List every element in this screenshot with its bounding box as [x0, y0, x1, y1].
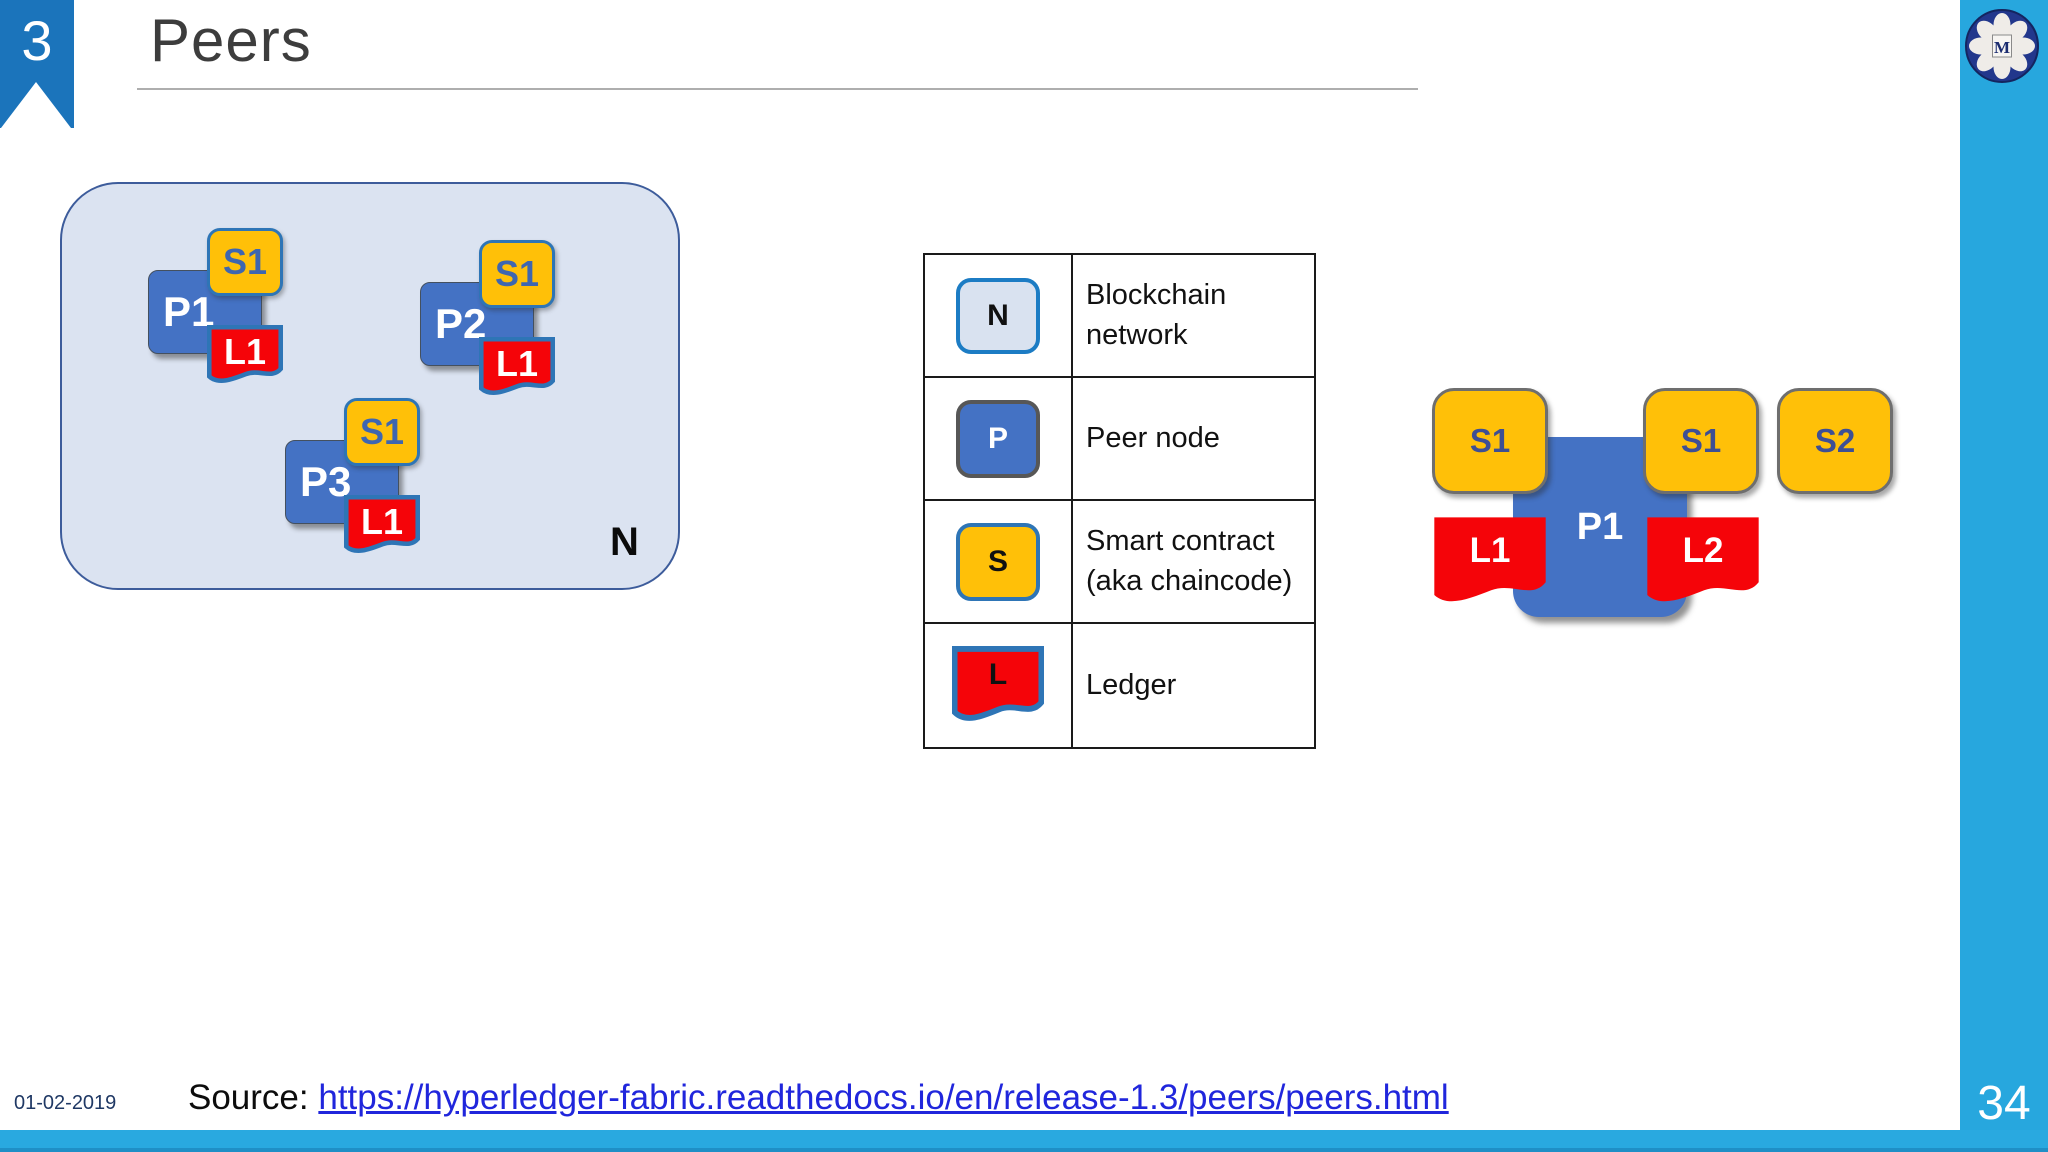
ledger-flag-shape	[344, 495, 420, 554]
ledger-flag-shape	[479, 337, 555, 396]
ledger-label: L1	[360, 501, 403, 542]
right-accent-bar	[1960, 0, 2048, 1152]
ledger-flag: L2	[1645, 515, 1761, 610]
ledger-flag: L1	[479, 337, 555, 399]
badge-notch-triangle	[1, 82, 71, 128]
page-title: Peers	[150, 7, 312, 74]
ledger-label: L1	[1469, 531, 1511, 570]
ledger-label: L1	[495, 343, 538, 384]
legend-icon-cell: L	[925, 624, 1073, 747]
smart-contract-label: S1	[494, 253, 540, 294]
slide-number: 3	[21, 9, 53, 72]
page-number: 34	[1977, 1077, 2031, 1130]
peer-group-p2: P2 S1 L1	[420, 240, 635, 410]
legend-icon-cell: P	[925, 378, 1073, 501]
smart-contract-box: S1	[1643, 388, 1759, 494]
peer-node-label: P1	[163, 288, 215, 335]
legend-label: Peer node	[1073, 378, 1314, 501]
ledger-flag-shape	[207, 325, 283, 384]
legend-icon-cell: N	[925, 255, 1073, 378]
source-label: Source:	[188, 1078, 309, 1117]
peer-node-label: P1	[1576, 505, 1624, 548]
ledger-flag: L1	[207, 325, 283, 387]
smart-contract-box: S2	[1777, 388, 1893, 494]
legend-label: Smart contract (aka chaincode)	[1073, 501, 1314, 624]
ledger-key-icon: L	[952, 645, 1044, 726]
source-line: Source: https://hyperledger-fabric.readt…	[188, 1078, 1449, 1118]
smart-contract-box: S1	[207, 228, 283, 296]
ledger-flag-shape	[1647, 517, 1759, 602]
ledger-flag-shape	[1434, 517, 1546, 602]
legend-table: N Blockchain network P Peer node S Smart…	[923, 253, 1316, 749]
peer-node-label: P3	[300, 458, 352, 505]
smart-contract-label: S1	[222, 241, 268, 282]
slide-number-badge: 3	[0, 0, 74, 128]
legend-label: Blockchain network	[1073, 255, 1314, 378]
peer-node-label: P2	[435, 300, 487, 347]
ledger-flag: L1	[344, 495, 420, 557]
smart-contract-label: S1	[359, 411, 405, 452]
title-divider	[137, 88, 1418, 90]
ledger-key-letter: L	[988, 657, 1008, 691]
ledger-flag-shape	[952, 645, 1044, 721]
smart-contract-label: S2	[1814, 422, 1856, 459]
logo-letter: M	[1994, 38, 2010, 57]
network-key-icon: N	[956, 277, 1040, 354]
source-link[interactable]: https://hyperledger-fabric.readthedocs.i…	[318, 1078, 1449, 1117]
peer-key-icon: P	[956, 399, 1040, 478]
ledger-flag: L1	[1432, 515, 1548, 610]
peer-group-p1: P1 S1 L1	[148, 228, 363, 398]
slide-date: 01-02-2019	[14, 1092, 117, 1114]
legend-icon-cell: S	[925, 501, 1073, 624]
ledger-label: L2	[1682, 531, 1724, 570]
smart-contract-key-icon: S	[956, 522, 1040, 601]
legend-label: Ledger	[1086, 668, 1177, 701]
organization-logo-icon: M	[1965, 9, 2039, 83]
network-label: N	[610, 520, 639, 564]
smart-contract-box: S1	[479, 240, 555, 308]
smart-contract-box: S1	[1432, 388, 1548, 494]
smart-contract-label: S1	[1680, 422, 1722, 459]
smart-contract-box: S1	[344, 398, 420, 466]
peer-detail-diagram: P1 S1 S1 S2 L1 L2	[1432, 388, 1902, 623]
peer-group-p3: P3 S1 L1	[285, 398, 500, 568]
smart-contract-label: S1	[1469, 422, 1511, 459]
bottom-accent-bar	[0, 1130, 2048, 1152]
ledger-label: L1	[223, 331, 266, 372]
